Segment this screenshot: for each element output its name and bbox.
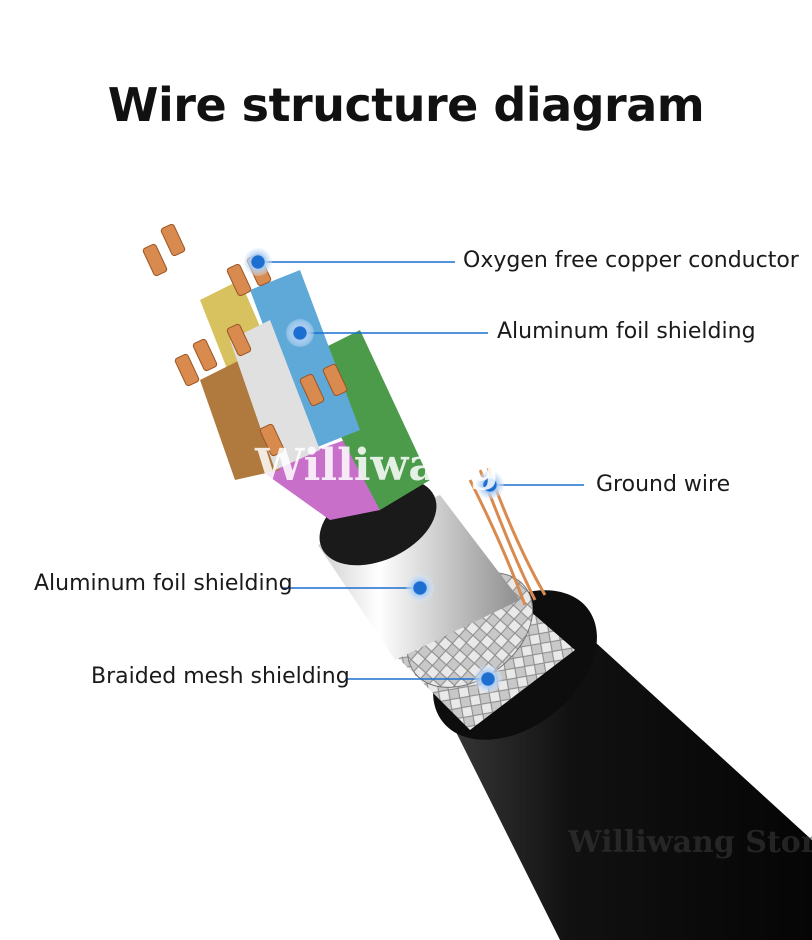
diagram-title: Wire structure diagram	[107, 78, 705, 132]
marker-braid	[474, 665, 502, 693]
watermark-bottom: Williwang Store	[568, 825, 812, 860]
label-outer-foil: Aluminum foil shielding	[34, 571, 293, 596]
markers	[244, 248, 504, 693]
label-ground-wire: Ground wire	[596, 472, 731, 497]
marker-outer-foil	[406, 574, 434, 602]
watermark-center: Williwang Store	[255, 440, 648, 491]
label-inner-foil: Aluminum foil shielding	[497, 319, 756, 344]
label-conductor: Oxygen free copper conductor	[463, 248, 799, 273]
marker-inner-foil	[286, 319, 314, 347]
leader-lines	[258, 261, 584, 680]
label-braid: Braided mesh shielding	[91, 664, 350, 689]
marker-ground-wire	[476, 471, 504, 499]
marker-conductor	[244, 248, 272, 276]
